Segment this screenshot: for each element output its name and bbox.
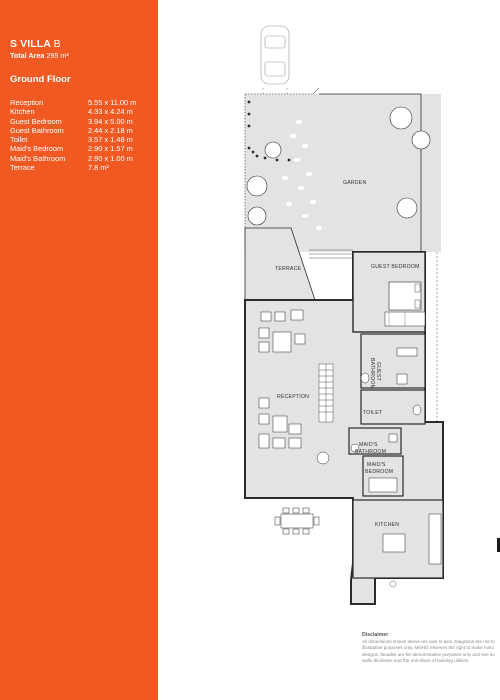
floor-plan: GARDEN TERRACE GUEST BEDROOM xyxy=(225,18,450,618)
floor-plan-drawing: GARDEN TERRACE GUEST BEDROOM xyxy=(244,25,444,605)
label-maids-bathroom-1: MAID'S xyxy=(359,442,378,448)
disclaimer-title: Disclaimer xyxy=(362,632,389,638)
label-reception: RECEPTION xyxy=(277,394,309,400)
label-maids-bedroom-2: BEDROOM xyxy=(365,469,393,475)
disclaimer-line: walls thickness and the unit share of bu… xyxy=(362,657,470,663)
label-maids-bathroom-2: BATHROOM xyxy=(355,449,386,455)
toilet-room xyxy=(360,389,426,425)
label-kitchen: KITCHEN xyxy=(375,522,399,528)
disclaimer-line: designs, facades are for demonstrative p… xyxy=(362,651,495,657)
label-maids-bedroom-1: MAID'S xyxy=(367,462,386,468)
guest-bathroom xyxy=(360,333,426,389)
label-guest-bathroom-1: GUEST xyxy=(375,362,381,382)
total-area: Total Area 295 m² xyxy=(10,51,69,60)
floor-title: Ground Floor xyxy=(10,74,71,85)
reception-furniture xyxy=(258,309,330,535)
garden-area xyxy=(244,87,441,252)
garden-trees xyxy=(246,106,431,226)
disclaimer: Disclaimer All dimensions shown above ar… xyxy=(362,632,500,664)
edge-mark xyxy=(497,538,500,552)
maids-bathroom xyxy=(348,427,402,455)
guest-bedroom xyxy=(352,251,426,333)
maids-bedroom xyxy=(362,455,404,497)
label-guest-bathroom-2: BATHROOM xyxy=(369,358,375,389)
disclaimer-line: All dimensions shown above are axis to a… xyxy=(362,639,495,645)
garden-stones xyxy=(281,119,323,231)
staircase xyxy=(318,363,334,423)
label-guest-bedroom: GUEST BEDROOM xyxy=(371,264,420,270)
villa-title: S VILLA B xyxy=(10,38,61,50)
label-garden: GARDEN xyxy=(343,180,366,186)
info-panel: S VILLA B Total Area 295 m² Ground Floor… xyxy=(0,0,158,700)
kitchen-room xyxy=(352,499,444,588)
disclaimer-line: illustrative purposes only. MNHD reserve… xyxy=(362,645,494,651)
label-terrace: TERRACE xyxy=(275,266,302,272)
label-toilet: TOILET xyxy=(363,410,383,416)
